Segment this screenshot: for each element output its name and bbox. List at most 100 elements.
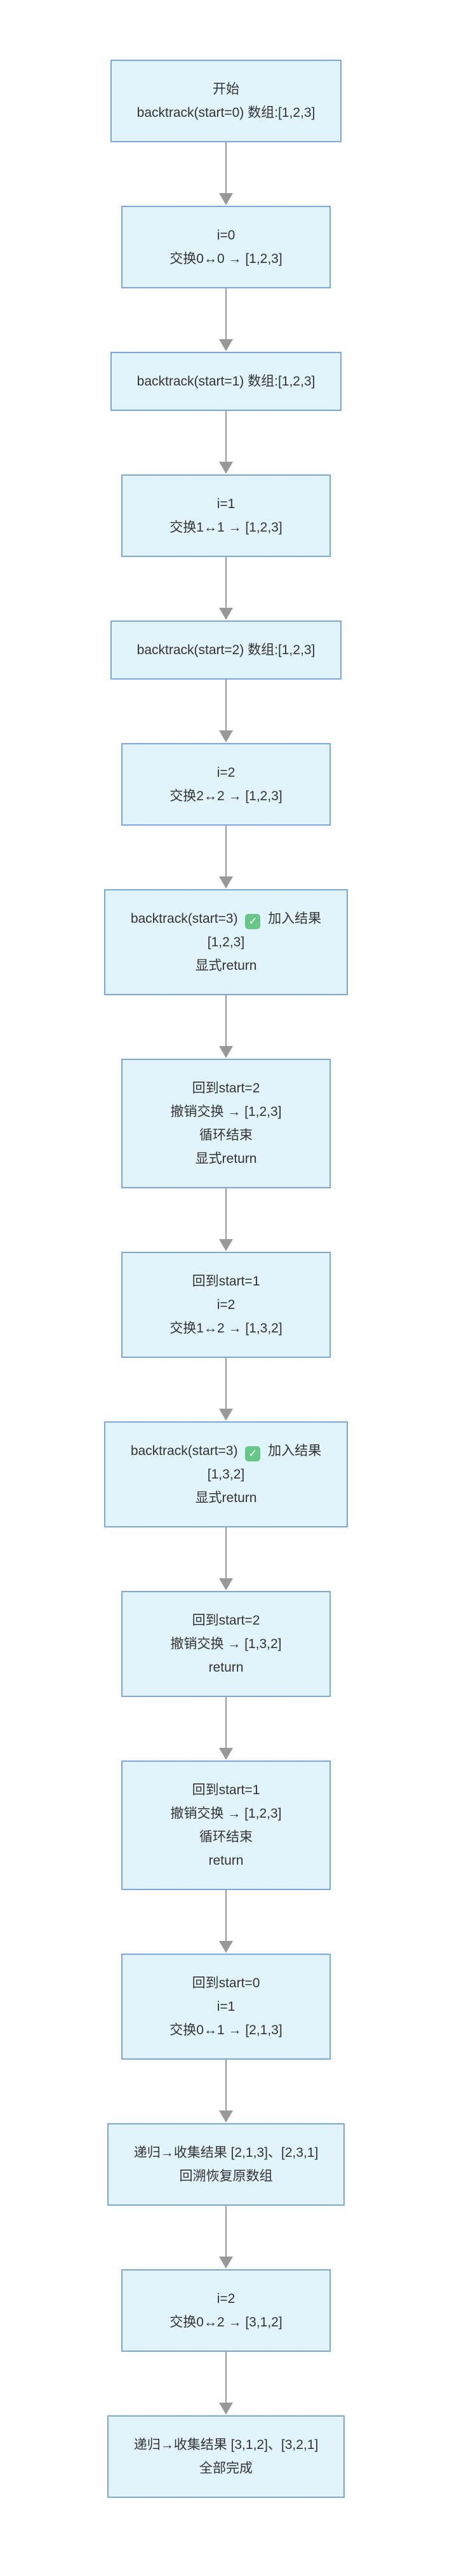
node-text-line: 交换2↔2 → [1,2,3]: [170, 789, 282, 803]
node-text-line: return: [208, 1853, 244, 1868]
flow-connector: [219, 2060, 233, 2123]
node-text-line: i=0: [216, 228, 236, 243]
arrow-down-icon: [219, 1239, 233, 1251]
node-text-line: 递归→收集结果 [2,1,3]、[2,3,1]: [133, 2145, 319, 2160]
flow-node-6: backtrack(start=3) ✓ 加入结果 [1,2,3] 显式return: [103, 889, 349, 995]
connector-line: [225, 411, 227, 462]
node-text-line: backtrack(start=2) 数组:[1,2,3]: [136, 643, 316, 657]
node-text-line: 交换1↔2 → [1,3,2]: [170, 1321, 282, 1336]
flow-connector: [219, 2352, 233, 2415]
connector-line: [225, 142, 227, 194]
node-text-line: 交换1↔1 → [1,2,3]: [170, 520, 282, 535]
arrow-down-icon: [219, 730, 233, 742]
arrow-down-icon: [219, 1748, 233, 1760]
connector-line: [225, 2206, 227, 2257]
flow-connector: [219, 411, 233, 474]
connector-line: [225, 1188, 227, 1240]
node-text-line: backtrack(start=1) 数组:[1,2,3]: [136, 374, 316, 389]
node-text-line: i=2: [216, 2291, 236, 2306]
connector-line: [225, 995, 227, 1047]
node-text-line: 回到start=2: [192, 1613, 260, 1628]
flow-node-9: backtrack(start=3) ✓ 加入结果[1,3,2]显式return: [103, 1421, 349, 1527]
node-text-line: [1,2,3]: [207, 935, 245, 949]
flow-node-11: 回到start=1 撤销交换 → [1,2,3] 循环结束 return: [121, 1761, 331, 1890]
connector-line: [225, 2060, 227, 2111]
flow-connector: [219, 142, 233, 206]
node-text-line: 循环结束: [199, 1128, 253, 1143]
flow-node-4: backtrack(start=2) 数组:[1,2,3]: [110, 621, 342, 680]
flow-connector: [219, 1890, 233, 1954]
flow-node-5: i=2 交换2↔2 → [1,2,3]: [121, 743, 331, 826]
arrow-down-icon: [219, 339, 233, 351]
check-icon: ✓: [245, 1446, 261, 1461]
flow-node-3: i=1 交换1↔1 → [1,2,3]: [121, 474, 331, 557]
node-text-line: i=2: [216, 765, 236, 780]
flow-connector: [219, 1188, 233, 1252]
flow-node-13: 递归→收集结果 [2,1,3]、[2,3,1] 回溯恢复原数组: [107, 2123, 345, 2206]
node-text-line: [1,3,2]: [207, 1467, 245, 1482]
node-text-line: backtrack(start=3) ✓ 加入结果: [131, 1439, 321, 1463]
flow-node-2: backtrack(start=1) 数组:[1,2,3]: [110, 352, 342, 411]
node-text-line: 回溯恢复原数组: [179, 2169, 273, 2184]
flow-connector: [219, 288, 233, 352]
node-text-line: 循环结束: [199, 1830, 253, 1844]
flow-node-14: i=2 交换0↔2 → [3,1,2]: [121, 2269, 331, 2352]
flow-node-7: 回到start=2 撤销交换 → [1,2,3] 循环结束显式return: [121, 1059, 331, 1188]
node-text-line: i=1: [216, 1999, 236, 2014]
node-text-line: backtrack(start=0) 数组:[1,2,3]: [136, 105, 316, 120]
arrow-down-icon: [219, 2110, 233, 2123]
arrow-down-icon: [219, 1046, 233, 1058]
flow-node-10: 回到start=2 撤销交换 → [1,3,2] return: [121, 1591, 331, 1697]
flow-connector: [219, 557, 233, 621]
flow-connector: [219, 1697, 233, 1761]
node-text-line: 回到start=0: [192, 1976, 260, 1990]
node-text-line: backtrack(start=3) ✓ 加入结果: [131, 907, 321, 930]
node-text-line: 回到start=2: [192, 1081, 260, 1096]
flow-node-15: 递归→收集结果 [3,1,2]、[3,2,1] 全部完成: [107, 2415, 345, 2498]
flow-node-1: i=0 交换0↔0 → [1,2,3]: [121, 206, 331, 288]
node-text-line: 开始: [213, 82, 239, 97]
flow-connector: [219, 680, 233, 743]
node-text-line: i=2: [216, 1298, 236, 1312]
connector-line: [225, 1890, 227, 1942]
node-text-line: 交换0↔2 → [3,1,2]: [170, 2315, 282, 2330]
node-text-line: 全部完成: [199, 2461, 253, 2476]
connector-line: [225, 2352, 227, 2403]
node-text-line: 撤销交换 → [1,2,3]: [170, 1806, 282, 1821]
arrow-down-icon: [219, 876, 233, 889]
node-text-line: 撤销交换 → [1,3,2]: [170, 1637, 282, 1651]
arrow-down-icon: [219, 193, 233, 205]
flow-connector: [219, 826, 233, 889]
flow-connector: [219, 1527, 233, 1591]
arrow-down-icon: [219, 2257, 233, 2269]
node-text-line: 交换0↔0 → [1,2,3]: [170, 252, 282, 266]
flow-connector: [219, 2206, 233, 2269]
arrow-down-icon: [219, 2403, 233, 2415]
arrow-down-icon: [219, 1578, 233, 1590]
node-text-line: i=1: [216, 497, 236, 511]
node-text-line: 撤销交换 → [1,2,3]: [170, 1104, 282, 1119]
flow-node-0: 开始 backtrack(start=0) 数组:[1,2,3]: [110, 60, 342, 142]
flow-node-12: 回到start=0 i=1 交换0↔1 → [2,1,3]: [121, 1954, 331, 2060]
arrow-down-icon: [219, 1409, 233, 1421]
node-text-line: 交换0↔1 → [2,1,3]: [170, 2023, 282, 2037]
flow-connector: [219, 1358, 233, 1421]
connector-line: [225, 1527, 227, 1579]
node-text-line: 递归→收集结果 [3,1,2]、[3,2,1]: [133, 2438, 319, 2452]
connector-line: [225, 826, 227, 877]
connector-line: [225, 1358, 227, 1409]
node-text-line: 显式return: [195, 958, 257, 973]
connector-line: [225, 557, 227, 608]
check-icon: ✓: [245, 914, 261, 929]
node-text-line: 显式return: [195, 1151, 257, 1166]
connector-line: [225, 680, 227, 731]
node-text-line: 回到start=1: [192, 1783, 260, 1797]
flow-connector: [219, 995, 233, 1059]
connector-line: [225, 1697, 227, 1748]
connector-line: [225, 288, 227, 340]
arrow-down-icon: [219, 1941, 233, 1953]
arrow-down-icon: [219, 462, 233, 474]
node-text-line: return: [208, 1660, 244, 1675]
